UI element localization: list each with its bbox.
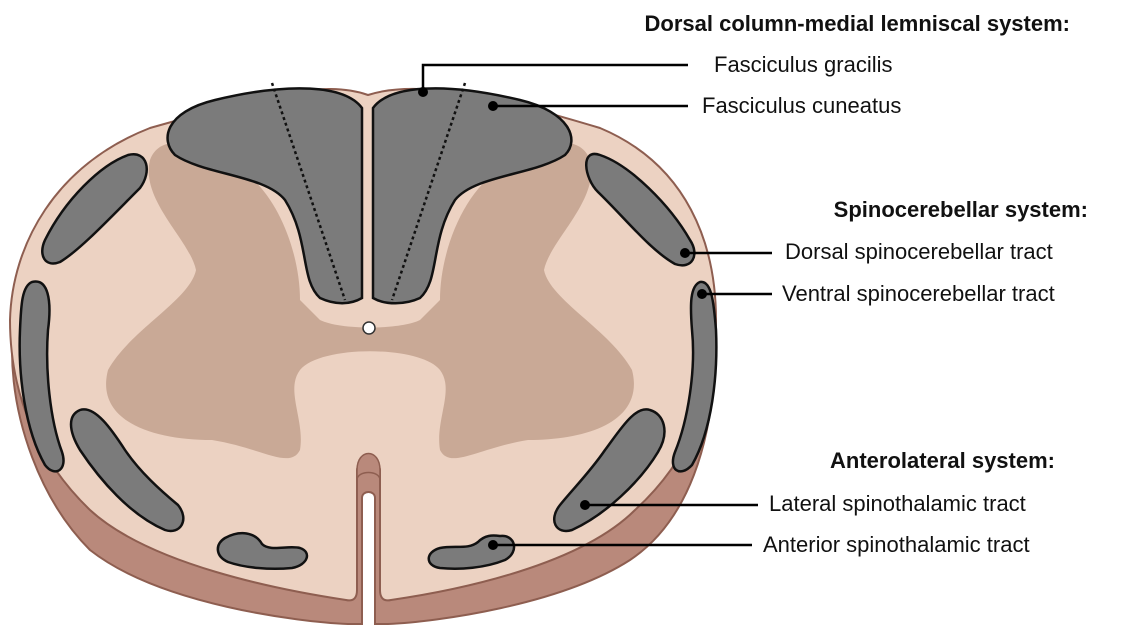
leader-dot-lateral-spinothalamic xyxy=(580,500,590,510)
leader-dot-anterior-spinothalamic xyxy=(488,540,498,550)
fasciculus-gracilis-label: Fasciculus gracilis xyxy=(714,52,893,77)
fasciculus-cuneatus-label: Fasciculus cuneatus xyxy=(702,93,901,118)
leader-dot-fasciculus-gracilis xyxy=(418,87,428,97)
leader-line-fasciculus-gracilis xyxy=(423,65,688,92)
anterolateral-system-header: Anterolateral system: xyxy=(830,448,1055,473)
anterior-spinothalamic-label: Anterior spinothalamic tract xyxy=(763,532,1030,557)
leader-dot-dorsal-spinocerebellar xyxy=(680,248,690,258)
ventral-spinocerebellar-label: Ventral spinocerebellar tract xyxy=(782,281,1055,306)
central-canal xyxy=(363,322,375,334)
spinocerebellar-system-header: Spinocerebellar system: xyxy=(834,197,1088,222)
leader-dot-fasciculus-cuneatus xyxy=(488,101,498,111)
dorsal-column-system-header: Dorsal column-medial lemniscal system: xyxy=(645,11,1071,36)
leader-dot-ventral-spinocerebellar xyxy=(697,289,707,299)
lateral-spinothalamic-label: Lateral spinothalamic tract xyxy=(769,491,1026,516)
dorsal-spinocerebellar-label: Dorsal spinocerebellar tract xyxy=(785,239,1053,264)
